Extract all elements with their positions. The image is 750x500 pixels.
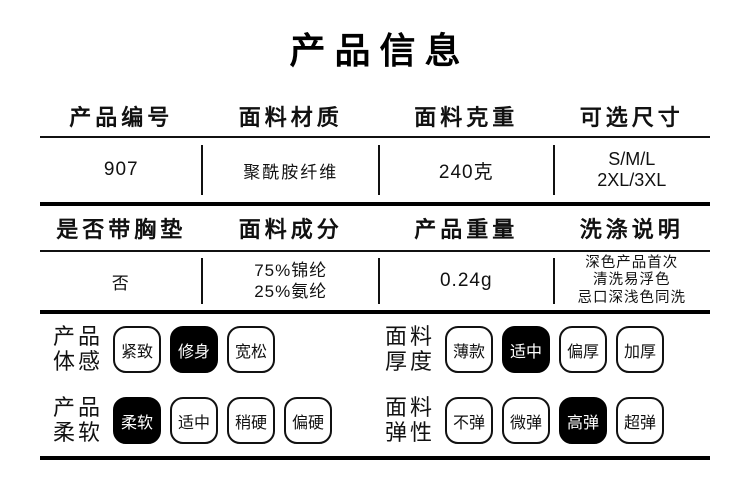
option-badge: 不弹 [445,397,494,444]
badge-list: 不弹 微弹 高弹 超弹 [445,397,665,444]
table-value-cell: 907 [103,159,139,180]
attr-group-fabric-elasticity: 面料 弹性 不弹 微弹 高弹 超弹 [385,396,710,444]
table-header-cell: 洗涤说明 [579,217,684,242]
attr-label-line: 面料 [385,324,436,350]
table-value-row-1: 907 聚酰胺纤维 240克 S/M/L 2XL/3XL [40,138,710,206]
option-badge: 紧致 [113,326,162,373]
attr-label-line: 产品 [53,395,104,421]
option-badge: 适中 [170,397,219,444]
option-badge: 修身 [170,326,219,373]
table-value-cell: 75%锦纶 25%氨纶 [201,252,379,310]
option-badge: 加厚 [616,326,665,373]
option-badge: 宽松 [227,326,276,373]
badge-list: 薄款 适中 偏厚 加厚 [445,326,665,373]
attr-group-product-feel: 产品 体感 紧致 修身 宽松 [40,325,385,373]
table-header-row-1: 产品编号 面料材质 面料克重 可选尺寸 [40,96,710,138]
attribute-row-1: 产品 体感 紧致 修身 宽松 面料 厚度 薄款 [40,314,710,385]
title-wrap: 产品信息 [0,0,750,96]
option-badge: 薄款 [445,326,494,373]
table-value-cell: S/M/L 2XL/3XL [552,138,710,202]
badge-list: 紧致 修身 宽松 [113,326,276,373]
attr-label-line: 厚度 [385,348,436,374]
table-header-cell: 是否带胸垫 [56,217,187,242]
attr-label-line: 产品 [53,324,104,350]
table-header-row-2: 是否带胸垫 面料成分 产品重量 洗涤说明 [40,206,710,252]
info-table: 产品编号 面料材质 面料克重 可选尺寸 907 聚酰胺纤维 240克 S/M/L… [40,96,710,314]
table-header-cell: 面料材质 [238,105,343,130]
option-badge: 适中 [502,326,551,373]
attribute-section: 产品 体感 紧致 修身 宽松 面料 厚度 薄款 [40,314,710,460]
table-header-cell: 产品编号 [69,105,174,130]
option-badge: 超弹 [616,397,665,444]
table-value-cell: 0.24g [378,252,554,310]
attr-label: 产品 柔软 [53,395,104,445]
table-value-cell: 否 [111,273,131,293]
table-value-cell: 深色产品首次 清洗易浮色 忌口深浅色同洗 [552,252,710,310]
option-badge: 偏硬 [284,397,333,444]
option-badge: 微弹 [502,397,551,444]
badge-list: 柔软 适中 稍硬 偏硬 [113,397,333,444]
page-title: 产品信息 [289,30,470,71]
option-badge: 稍硬 [227,397,276,444]
attr-label-line: 柔软 [53,419,104,445]
attribute-row-2: 产品 柔软 柔软 适中 稍硬 偏硬 面料 弹性 [40,385,710,456]
table-header-cell: 面料克重 [414,105,519,130]
attr-group-product-softness: 产品 柔软 柔软 适中 稍硬 偏硬 [40,396,385,444]
option-badge: 柔软 [113,397,162,444]
table-value-cell: 聚酰胺纤维 [201,138,379,202]
attr-group-fabric-thickness: 面料 厚度 薄款 适中 偏厚 加厚 [385,325,710,373]
option-badge: 高弹 [559,397,608,444]
attr-label-line: 体感 [53,348,104,374]
table-header-cell: 产品重量 [414,217,519,242]
table-header-cell: 可选尺寸 [579,105,684,130]
table-value-row-2: 否 75%锦纶 25%氨纶 0.24g 深色产品首次 清洗易浮色 忌口深浅色同洗 [40,252,710,314]
attr-label-line: 面料 [385,395,436,421]
content: 产品编号 面料材质 面料克重 可选尺寸 907 聚酰胺纤维 240克 S/M/L… [40,96,710,460]
attr-label-line: 弹性 [385,419,436,445]
attr-label: 面料 弹性 [385,395,436,445]
table-header-cell: 面料成分 [238,217,343,242]
table-value-cell: 240克 [378,138,554,202]
attr-label: 产品 体感 [53,324,104,374]
option-badge: 偏厚 [559,326,608,373]
attr-label: 面料 厚度 [385,324,436,374]
